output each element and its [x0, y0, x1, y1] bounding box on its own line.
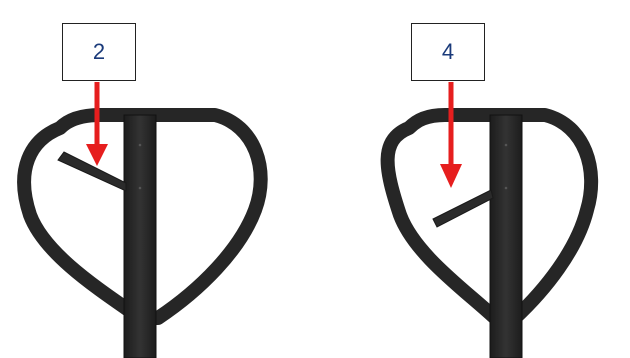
handle-diagram-left [17, 82, 268, 358]
handle-loop [17, 108, 268, 325]
step-number: 4 [441, 39, 455, 64]
step-label-right: 4 [411, 23, 485, 81]
handle-shaft [490, 115, 522, 358]
handle-shaft [124, 115, 156, 358]
step-number: 2 [92, 39, 106, 64]
indicator-arrow-head [440, 164, 462, 188]
handle-diagram-right [380, 82, 599, 358]
control-lever [57, 151, 127, 192]
step-label-left: 2 [62, 23, 136, 81]
control-lever [432, 189, 494, 228]
indicator-arrow-head [86, 144, 108, 166]
handle-loop [380, 108, 599, 325]
